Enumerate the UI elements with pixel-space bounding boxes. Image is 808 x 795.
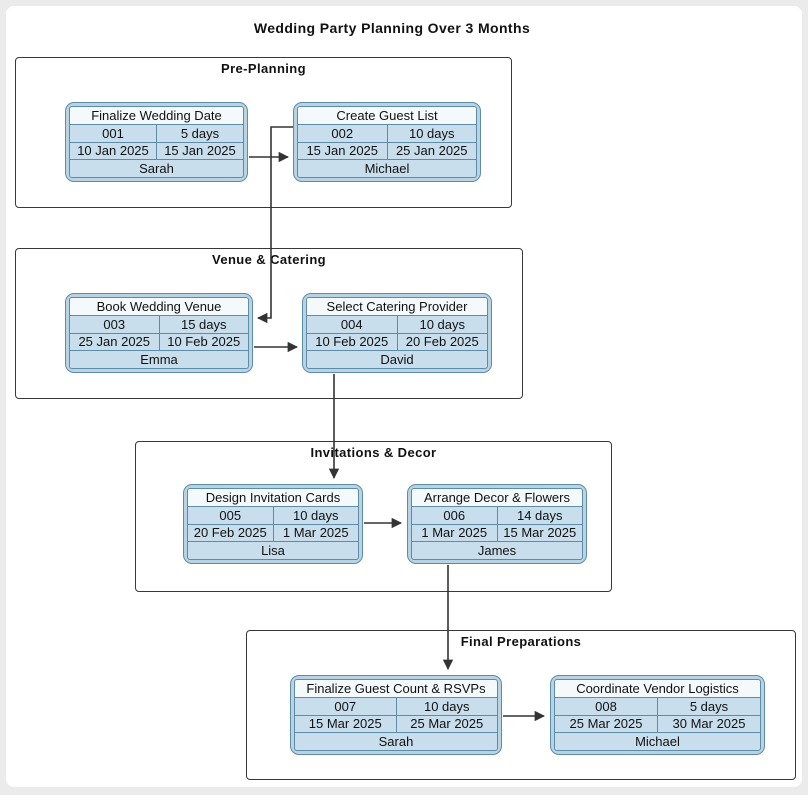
task-end-date: 25 Mar 2025 [396,715,497,733]
task-start-date: 20 Feb 2025 [188,524,273,542]
cluster-label: Final Preparations [460,634,582,649]
task-name: Coordinate Vendor Logistics [555,680,760,697]
task-owner: Michael [555,733,760,750]
cluster-label: Pre-Planning [221,61,306,76]
task-end-date: 15 Mar 2025 [497,524,582,542]
task-node-002: Create Guest List 002 10 days 15 Jan 202… [293,102,481,182]
cluster-label: Venue & Catering [211,252,327,267]
task-name: Select Catering Provider [307,298,487,315]
task-node-005: Design Invitation Cards 005 10 days 20 F… [183,484,363,564]
task-owner: Emma [70,351,248,368]
task-table: Finalize Wedding Date 001 5 days 10 Jan … [69,106,244,178]
task-table: Book Wedding Venue 003 15 days 25 Jan 20… [69,297,249,369]
task-owner: David [307,351,487,368]
task-duration: 15 days [159,315,248,333]
task-start-date: 25 Mar 2025 [555,715,657,733]
task-owner: Lisa [188,542,358,559]
task-end-date: 10 Feb 2025 [159,333,248,351]
task-duration: 10 days [387,124,476,142]
task-id: 001 [70,124,156,142]
task-node-008: Coordinate Vendor Logistics 008 5 days 2… [550,675,765,755]
task-table: Coordinate Vendor Logistics 008 5 days 2… [554,679,761,751]
task-start-date: 25 Jan 2025 [70,333,159,351]
task-duration: 10 days [273,506,358,524]
task-owner: Michael [298,160,476,177]
task-end-date: 15 Jan 2025 [157,142,243,160]
task-duration: 14 days [497,506,582,524]
task-table: Create Guest List 002 10 days 15 Jan 202… [297,106,477,178]
task-id: 007 [295,697,396,715]
task-duration: 5 days [658,697,760,715]
task-owner: Sarah [70,160,243,177]
task-id: 008 [555,697,657,715]
task-id: 004 [307,315,397,333]
task-end-date: 25 Jan 2025 [387,142,476,160]
diagram-title: Wedding Party Planning Over 3 Months [253,20,531,36]
task-owner: James [412,542,582,559]
task-end-date: 1 Mar 2025 [273,524,358,542]
task-name: Finalize Wedding Date [70,107,243,124]
task-table: Arrange Decor & Flowers 006 14 days 1 Ma… [411,488,583,560]
cluster-label: Invitations & Decor [310,445,437,460]
task-table: Select Catering Provider 004 10 days 10 … [306,297,488,369]
task-name: Design Invitation Cards [188,489,358,506]
task-start-date: 1 Mar 2025 [412,524,497,542]
task-owner: Sarah [295,733,497,750]
task-duration: 5 days [157,124,243,142]
task-end-date: 20 Feb 2025 [397,333,487,351]
task-id: 006 [412,506,497,524]
task-node-006: Arrange Decor & Flowers 006 14 days 1 Ma… [407,484,587,564]
task-start-date: 10 Jan 2025 [70,142,156,160]
task-name: Finalize Guest Count & RSVPs [295,680,497,697]
task-end-date: 30 Mar 2025 [658,715,760,733]
task-id: 005 [188,506,273,524]
task-name: Create Guest List [298,107,476,124]
task-node-001: Finalize Wedding Date 001 5 days 10 Jan … [65,102,248,182]
task-start-date: 15 Mar 2025 [295,715,396,733]
task-duration: 10 days [397,315,487,333]
task-start-date: 10 Feb 2025 [307,333,397,351]
task-name: Arrange Decor & Flowers [412,489,582,506]
task-duration: 10 days [396,697,497,715]
task-id: 003 [70,315,159,333]
task-node-007: Finalize Guest Count & RSVPs 007 10 days… [290,675,502,755]
task-table: Design Invitation Cards 005 10 days 20 F… [187,488,359,560]
task-id: 002 [298,124,387,142]
task-node-003: Book Wedding Venue 003 15 days 25 Jan 20… [65,293,253,373]
task-name: Book Wedding Venue [70,298,248,315]
task-node-004: Select Catering Provider 004 10 days 10 … [302,293,492,373]
task-start-date: 15 Jan 2025 [298,142,387,160]
task-table: Finalize Guest Count & RSVPs 007 10 days… [294,679,498,751]
